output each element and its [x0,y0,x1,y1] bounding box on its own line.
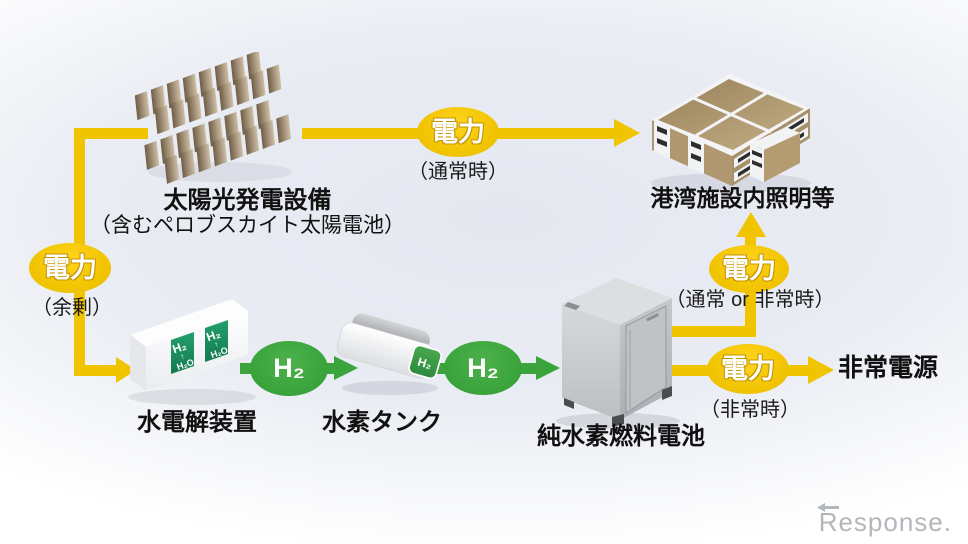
electrolyzer-sticker-h2: H₂ [204,327,222,345]
power-badge-emergency-label: 電力 [721,353,775,384]
power-badge-normal-label: 電力 [431,116,485,147]
arrow-to-emergency-icon [808,356,834,384]
power-badge-emergency: 電力 [707,344,789,394]
h2-badge-2-label: H₂ [467,352,499,383]
note-normal-or-emergency: （通常 or 非常時） [665,289,835,311]
arrow-up-to-building-icon [736,212,766,237]
solar-subtitle: （含むペロブスカイト太陽電池） [90,214,405,237]
power-line-fuelcell-up-h [665,326,756,337]
power-badge-surplus-label: 電力 [43,252,97,283]
arrow-h2-to-fuelcell-icon [536,356,560,380]
fuel-cell-label: 純水素燃料電池 [537,423,705,450]
electrolyzer-sticker-arrow-icon: ↑ [179,352,186,362]
tank-h2-mark: H₂ [416,355,433,372]
power-badge-normal-or-emergency: 電力 [709,245,789,293]
electrolyzer-sticker-h2: H₂ [170,339,188,357]
fuel-cell-icon [556,278,680,429]
hydrogen-tank-label: 水素タンク [322,409,442,436]
solar-title: 太陽光発電設備 [163,187,332,214]
emergency-power-label: 非常電源 [838,354,939,382]
h2-badge-1: H₂ [250,341,328,396]
electrolyzer-label: 水電解装置 [137,409,257,436]
arrow-to-building-icon [614,119,640,147]
power-badge-normal: 電力 [417,107,499,157]
electrolyzer-sticker-arrow-icon: ↑ [213,340,220,350]
power-badge-surplus: 電力 [29,243,111,293]
hydrogen-tank-icon: H₂ [336,313,442,395]
power-line-solar-left [74,128,148,139]
power-line-to-electrolyzer [74,365,116,376]
power-badge-normal-or-emergency-label: 電力 [722,253,776,284]
note-emergency-time: （非常時） [700,399,800,421]
note-surplus: （余剰） [32,297,112,319]
port-facility-icon [651,74,811,193]
note-normal-time: （通常時） [408,161,508,183]
port-building-label: 港湾施設内照明等 [650,185,835,211]
solar-panels-icon [134,52,292,184]
h2-badge-1-label: H₂ [273,353,305,383]
watermark-text: Response. [818,507,952,537]
h2-badge-2: H₂ [444,341,522,395]
electrolyzer-icon: H₂ ↑ H₂O H₂ ↑ H₂O [128,299,256,405]
watermark-logo: Response. [816,503,952,538]
watermark-arrow-icon [816,503,839,512]
